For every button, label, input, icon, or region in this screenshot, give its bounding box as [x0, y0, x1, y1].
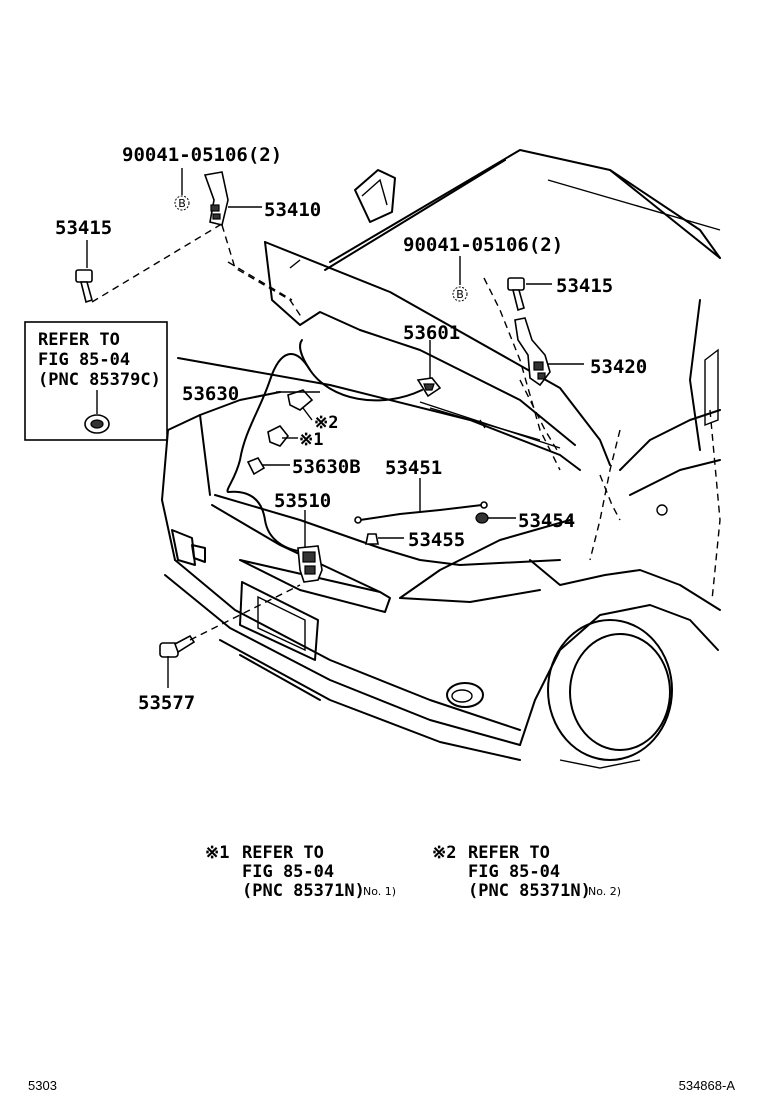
leader-lines — [86, 168, 584, 688]
callout-retainer: 53454 — [518, 510, 575, 532]
svg-text:B: B — [178, 197, 186, 210]
footnote-1: ※1 REFER TO FIG 85-04 (PNC 85371N) No. 1… — [205, 843, 396, 901]
footnote-1-line1: REFER TO — [242, 843, 324, 863]
b-marker-top: B — [174, 195, 190, 211]
assembly-dashes — [91, 221, 561, 641]
refer-box-line2: FIG 85-04 — [38, 350, 130, 370]
footnote-1-mark: ※1 — [205, 843, 229, 863]
note1-marker: ※1 — [299, 430, 323, 450]
hood-support-part — [354, 501, 488, 524]
hinge-left-part — [203, 171, 229, 226]
callout-hood-support: 53451 — [385, 457, 442, 479]
clip-b-part — [246, 457, 266, 476]
release-cable-part — [226, 339, 423, 553]
figure-id: 534868-A — [679, 1078, 736, 1093]
footnote-2-suffix: No. 2) — [588, 885, 621, 898]
footnote-1-line2: FIG 85-04 — [242, 862, 334, 882]
callout-clip-b: 53630B — [292, 456, 361, 478]
callout-cushion: 53577 — [138, 692, 195, 714]
footnote-2-line2: FIG 85-04 — [468, 862, 560, 882]
bolt-right-part — [507, 277, 525, 312]
lock-assembly-part — [297, 545, 323, 583]
callout-bolt-right: 53415 — [556, 275, 613, 297]
clip-note2-part — [287, 389, 314, 411]
footnote-1-suffix: No. 1) — [363, 885, 396, 898]
callout-bolt-top-right: 90041-05106(2) — [403, 234, 563, 256]
clip-note1-part — [267, 424, 290, 447]
stay-clip-part — [416, 377, 442, 398]
bolt-left-part — [75, 269, 93, 304]
page-code: 5303 — [28, 1078, 57, 1093]
callout-bolt-top-left: 90041-05106(2) — [122, 144, 282, 166]
callout-stay-clip: 53601 — [403, 322, 460, 344]
grommet-box-part — [84, 414, 110, 434]
note2-marker: ※2 — [314, 413, 338, 433]
b-marker-right: B — [452, 286, 468, 302]
footnote-2-mark: ※2 — [432, 843, 456, 863]
callout-grommet: 53455 — [408, 529, 465, 551]
callout-bolt-left: 53415 — [55, 217, 112, 239]
footnote-2: ※2 REFER TO FIG 85-04 (PNC 85371N) No. 2… — [432, 843, 621, 901]
refer-box-line1: REFER TO — [38, 330, 120, 350]
footnote-2-line3: (PNC 85371N) — [468, 881, 591, 901]
hinge-right-part — [514, 317, 551, 387]
refer-box-line3: (PNC 85379C) — [38, 370, 161, 390]
cushion-part — [159, 634, 196, 658]
footnote-1-line3: (PNC 85371N) — [242, 881, 365, 901]
callout-hinge-right: 53420 — [590, 356, 647, 378]
grommet-part — [365, 533, 379, 545]
svg-text:B: B — [456, 288, 464, 301]
callout-hinge-left: 53410 — [264, 199, 321, 221]
footnote-2-line1: REFER TO — [468, 843, 550, 863]
retainer-part — [475, 512, 489, 524]
callout-lock-assy: 53510 — [274, 490, 331, 512]
car-outline — [161, 149, 721, 769]
callout-release-cable: 53630 — [182, 383, 239, 405]
refer-box: REFER TO FIG 85-04 (PNC 85379C) — [24, 321, 168, 441]
